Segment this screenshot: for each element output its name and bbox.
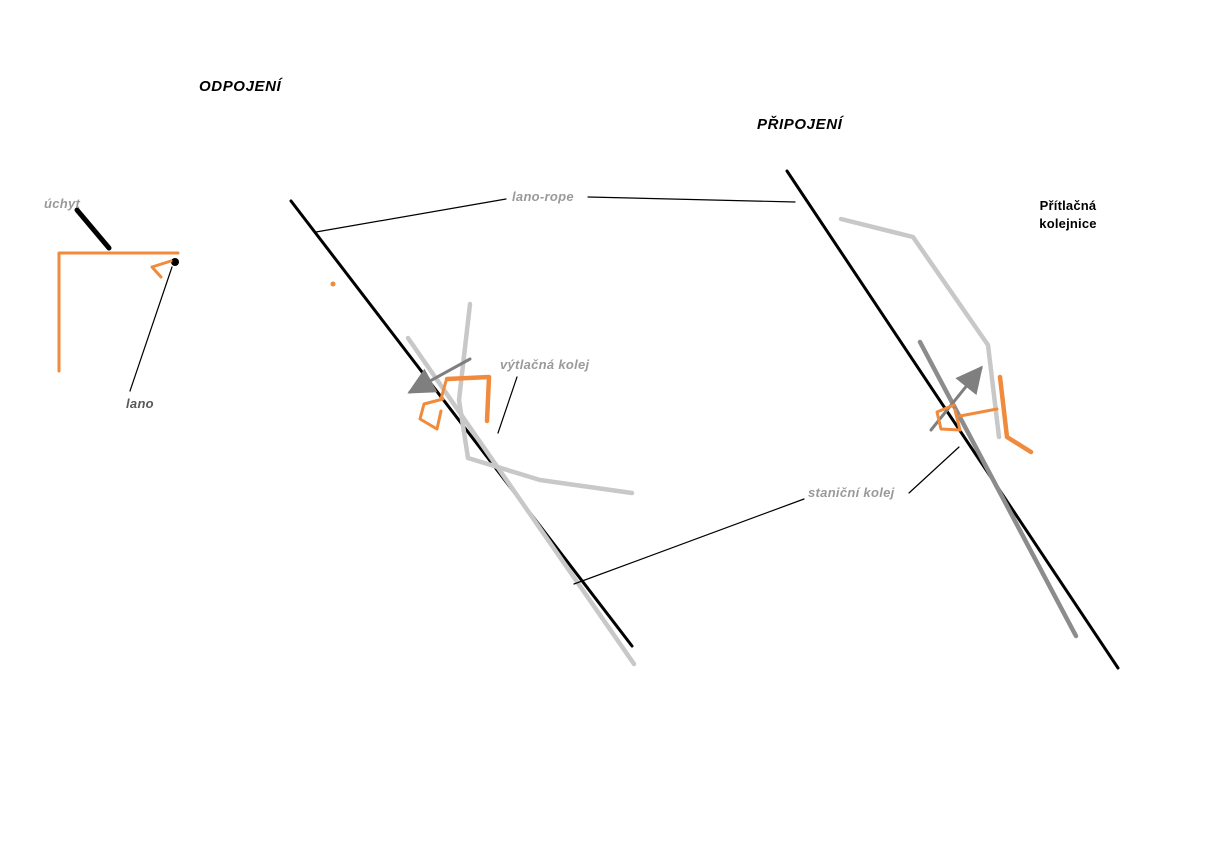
push-rail-curve-right — [838, 216, 1002, 440]
lano-rope-pointer-left — [315, 198, 507, 233]
rope-line-right — [785, 169, 1120, 670]
grip-bracket-right — [997, 374, 1034, 455]
label-pritlacna-kolejnice: Přítlačná kolejnice — [1023, 197, 1113, 233]
grip-link-right — [958, 407, 999, 418]
grip-hook-right — [935, 403, 962, 432]
grip-pin-detail — [74, 207, 112, 251]
title-odpojeni: ODPOJENÍ — [199, 78, 282, 95]
label-pritlacna-line2: kolejnice — [1039, 216, 1097, 231]
grip-pivot-dot — [171, 258, 179, 266]
label-lano-rope: lano-rope — [512, 189, 574, 204]
station-rail — [917, 339, 1079, 639]
grip-link-center — [439, 379, 448, 401]
label-uchyt: úchyt — [44, 196, 81, 211]
grip-bracket-center — [444, 374, 492, 424]
label-pritlacna-line1: Přítlačná — [1039, 198, 1097, 213]
stray-orange-dot — [330, 281, 336, 287]
stanicni-pointer-right — [908, 446, 960, 494]
push-rail-curve-left — [456, 301, 635, 496]
label-lano: lano — [126, 396, 154, 411]
lano-pointer-line — [129, 266, 173, 392]
label-vytlacna-kolej: výtlačná kolej — [500, 357, 590, 372]
vytlacna-pointer-line — [497, 376, 518, 434]
stanicni-pointer-left — [573, 498, 805, 585]
label-stanicni-kolej: staniční kolej — [808, 485, 895, 500]
grip-hook-center — [418, 397, 445, 431]
grip-hook-detail — [150, 259, 173, 279]
push-rail-long-left — [405, 335, 637, 667]
title-pripojeni: PŘIPOJENÍ — [757, 116, 843, 133]
grip-bracket-detail — [57, 251, 180, 373]
lano-rope-pointer-right — [587, 196, 796, 203]
decouple-direction-arrow — [407, 357, 472, 394]
